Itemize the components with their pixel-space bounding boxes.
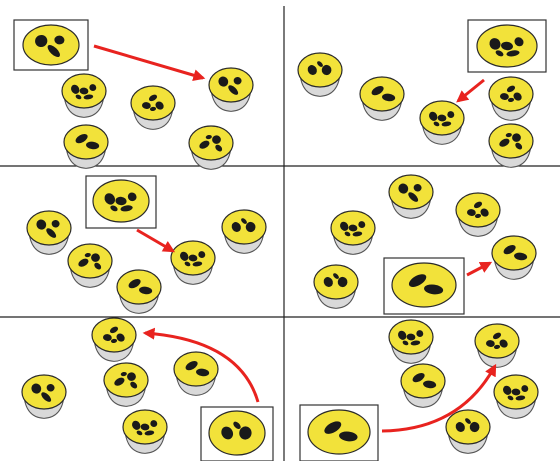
cheese-top <box>401 364 445 398</box>
cup-3e[interactable] <box>117 270 161 313</box>
cup-2e[interactable] <box>489 124 533 167</box>
cheese-top <box>492 236 536 270</box>
cup-4a[interactable] <box>389 175 433 218</box>
cup-3b[interactable] <box>68 244 112 287</box>
cup-2b[interactable] <box>360 77 404 120</box>
cheese-top <box>22 375 66 409</box>
cheese-top <box>489 124 533 158</box>
cup-6e[interactable] <box>446 410 490 453</box>
cup-2c[interactable] <box>420 101 464 144</box>
cheese-top <box>64 125 108 159</box>
cheese-top <box>489 77 533 111</box>
target-cheese-5[interactable] <box>209 411 265 455</box>
cup-1b[interactable] <box>131 86 175 129</box>
cup-4c[interactable] <box>331 211 375 254</box>
cheese-top <box>392 263 456 307</box>
cup-5c[interactable] <box>22 375 66 418</box>
cheese-top <box>389 175 433 209</box>
cup-6c[interactable] <box>401 364 445 407</box>
cheese-top <box>104 363 148 397</box>
target-cheese-6[interactable] <box>308 410 370 454</box>
cup-5d[interactable] <box>104 363 148 406</box>
match-arrow-3 <box>137 230 173 251</box>
cheese-top <box>209 411 265 455</box>
cheese-top <box>92 318 136 352</box>
target-cheese-3[interactable] <box>93 180 149 222</box>
cheese-top <box>131 86 175 120</box>
cup-5e[interactable] <box>123 410 167 453</box>
target-cheese-2[interactable] <box>477 25 537 67</box>
cheese-top <box>27 211 71 245</box>
cup-3a[interactable] <box>27 211 71 254</box>
cup-5b[interactable] <box>174 352 218 395</box>
cup-6b[interactable] <box>475 324 519 367</box>
match-arrow-1 <box>94 46 203 78</box>
cup-4e[interactable] <box>314 265 358 308</box>
cheese-top <box>23 25 79 65</box>
cup-6a[interactable] <box>389 320 433 363</box>
cheese-top <box>298 53 342 87</box>
cheese-top <box>117 270 161 304</box>
cheese-top <box>222 210 266 244</box>
cheese-top <box>308 410 370 454</box>
cheese-top <box>475 324 519 358</box>
cheese-top <box>456 193 500 227</box>
target-cheese-1[interactable] <box>23 25 79 65</box>
cup-2a[interactable] <box>298 53 342 96</box>
cup-5a[interactable] <box>92 318 136 361</box>
match-arrow-4 <box>467 263 490 275</box>
cup-4d[interactable] <box>492 236 536 279</box>
cheese-top <box>314 265 358 299</box>
match-arrow-2 <box>458 80 484 101</box>
cup-6d[interactable] <box>494 375 538 418</box>
cheese-top <box>174 352 218 386</box>
cup-4b[interactable] <box>456 193 500 236</box>
cup-1c[interactable] <box>209 68 253 111</box>
cheese-top <box>189 126 233 160</box>
cheese-top <box>209 68 253 102</box>
cup-2d[interactable] <box>489 77 533 120</box>
cheese-top <box>360 77 404 111</box>
target-cheese-4[interactable] <box>392 263 456 307</box>
cup-3d[interactable] <box>222 210 266 253</box>
cheese-top <box>68 244 112 278</box>
cup-1d[interactable] <box>64 125 108 168</box>
cup-1a[interactable] <box>62 74 106 117</box>
cup-3c[interactable] <box>171 241 215 284</box>
cup-1e[interactable] <box>189 126 233 169</box>
cheese-top <box>446 410 490 444</box>
